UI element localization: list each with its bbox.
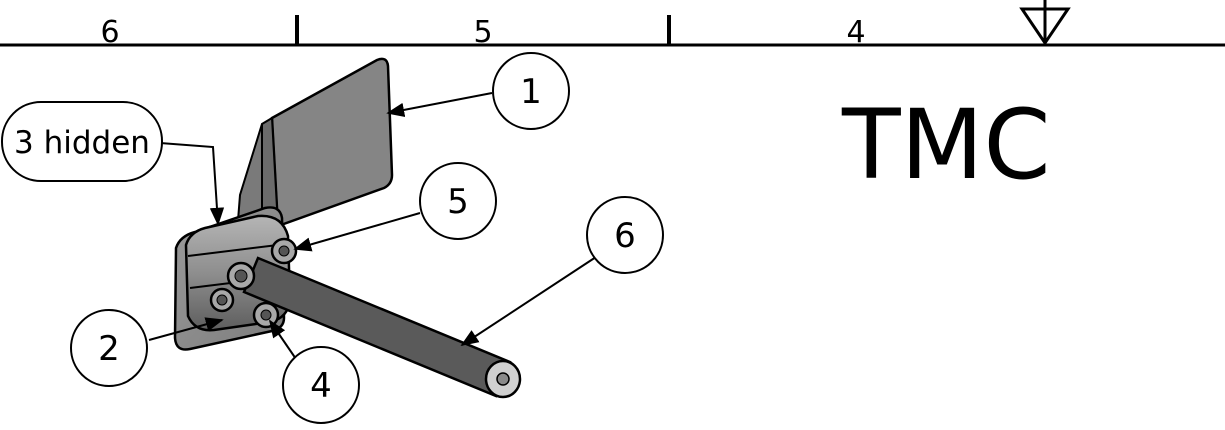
nut (260, 309, 272, 321)
leader-line-4 (268, 319, 297, 360)
leader-line-5 (293, 212, 421, 252)
balloon-number: 3 hidden (14, 125, 150, 161)
nut (216, 294, 228, 306)
balloon-number: 6 (614, 216, 636, 256)
zone-label: 5 (473, 15, 492, 50)
balloon-2: 2 (70, 309, 148, 387)
nut (234, 269, 248, 283)
leader-line-6 (460, 256, 597, 346)
centering-mark-icon (1019, 0, 1071, 46)
balloon-number: 1 (520, 72, 542, 112)
balloon-3-hidden: 3 hidden (1, 101, 163, 182)
company-title: TMC (841, 89, 1051, 201)
balloon-5: 5 (419, 162, 497, 240)
leader-line-3 (159, 142, 225, 226)
zone-label: 4 (846, 15, 865, 50)
zone-border: 6 5 4 (0, 15, 1225, 50)
leader-lines (148, 92, 597, 360)
balloon-number: 4 (310, 366, 332, 406)
leader-line-1 (386, 92, 493, 118)
leader-line-2 (148, 317, 224, 341)
balloon-1: 1 (492, 52, 570, 130)
balloon-number: 2 (98, 329, 120, 369)
balloon-4: 4 (282, 346, 360, 424)
zone-label: 6 (100, 15, 119, 50)
balloon-number: 5 (447, 182, 469, 222)
nut (278, 245, 290, 257)
balloon-6: 6 (586, 196, 664, 274)
